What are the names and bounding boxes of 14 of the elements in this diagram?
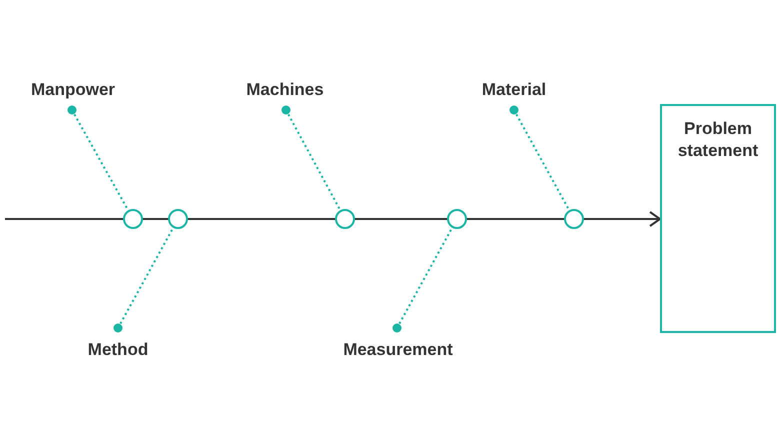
- cause-label: Manpower: [20, 78, 126, 102]
- cause-label: Measurement: [330, 338, 466, 362]
- problem-box: [660, 104, 776, 333]
- joint-circle: [335, 209, 355, 229]
- cause-label: Method: [76, 338, 160, 362]
- leader-line: [282, 106, 342, 212]
- joint-circle: [123, 209, 143, 229]
- joint-circle: [168, 209, 188, 229]
- cause-label: Material: [470, 78, 558, 102]
- joint-circle: [447, 209, 467, 229]
- problem-text: Problem statement: [676, 118, 760, 162]
- joint-circle: [564, 209, 584, 229]
- cause-label: Machines: [234, 78, 336, 102]
- spine-arrow: [5, 211, 661, 227]
